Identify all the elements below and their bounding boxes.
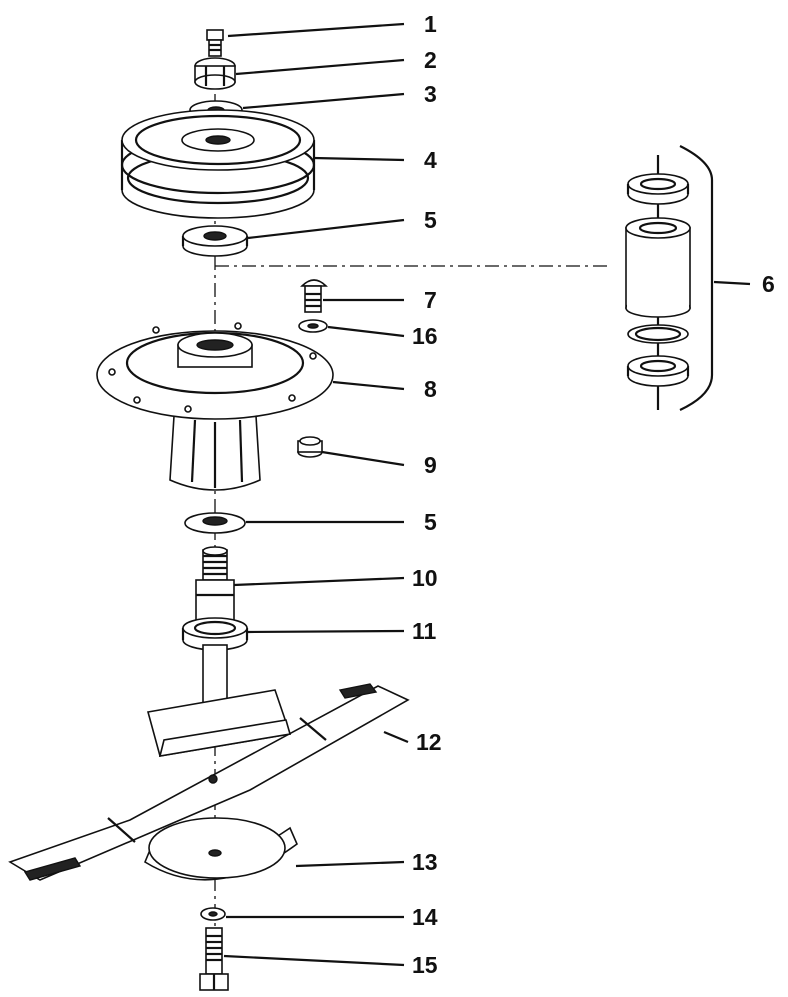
- part-spindle-housing: [96, 322, 334, 491]
- callout-7: 7: [424, 287, 437, 313]
- callout-2: 2: [424, 47, 437, 73]
- leader-16: [327, 325, 405, 338]
- part-lock-washer: [200, 907, 226, 921]
- callout-5b: 5: [424, 509, 437, 535]
- part-bearing-kit: [625, 145, 714, 411]
- callout-10: 10: [412, 565, 438, 591]
- part-lock-washer-small: [298, 319, 328, 333]
- callout-1: 1: [424, 11, 437, 37]
- part-flange-nut: [297, 436, 323, 458]
- part-carriage-bolt: [300, 279, 328, 313]
- callout-3: 3: [424, 81, 437, 107]
- leader-6: [713, 280, 751, 286]
- leader-5a: [247, 218, 405, 240]
- part-spindle-shaft: [195, 546, 235, 621]
- leader-13: [295, 860, 405, 868]
- part-spacer-lower: [184, 512, 246, 534]
- callout-16: 16: [412, 323, 438, 349]
- leader-11: [247, 629, 405, 634]
- leader-9: [321, 450, 405, 467]
- callout-labels: 1 2 3 4 5 6 7 16 8 9 5 10 11 12 13 14 15: [412, 11, 775, 978]
- callout-6: 6: [762, 271, 775, 297]
- callout-5a: 5: [424, 207, 437, 233]
- leader-2: [235, 58, 405, 76]
- callout-9: 9: [424, 452, 437, 478]
- leader-1: [227, 22, 405, 38]
- leader-4: [313, 156, 405, 162]
- part-screw: [206, 29, 224, 57]
- part-blade: [8, 683, 410, 881]
- leader-8: [332, 380, 405, 391]
- callout-11: 11: [412, 618, 437, 644]
- callout-15: 15: [412, 952, 438, 978]
- callout-14: 14: [412, 904, 438, 930]
- callout-4: 4: [424, 147, 437, 173]
- leader-15: [223, 954, 405, 967]
- callout-12: 12: [416, 729, 442, 755]
- leader-12: [383, 730, 409, 744]
- part-pulley: [120, 109, 316, 219]
- leader-lines: [223, 22, 751, 967]
- callout-13: 13: [412, 849, 438, 875]
- part-spacer-top: [181, 225, 249, 257]
- part-blade-guard: [143, 817, 298, 881]
- part-nut: [194, 57, 236, 90]
- leader-3: [242, 92, 405, 110]
- callout-8: 8: [424, 376, 437, 402]
- leader-10: [233, 576, 405, 587]
- part-hex-bolt: [199, 927, 229, 991]
